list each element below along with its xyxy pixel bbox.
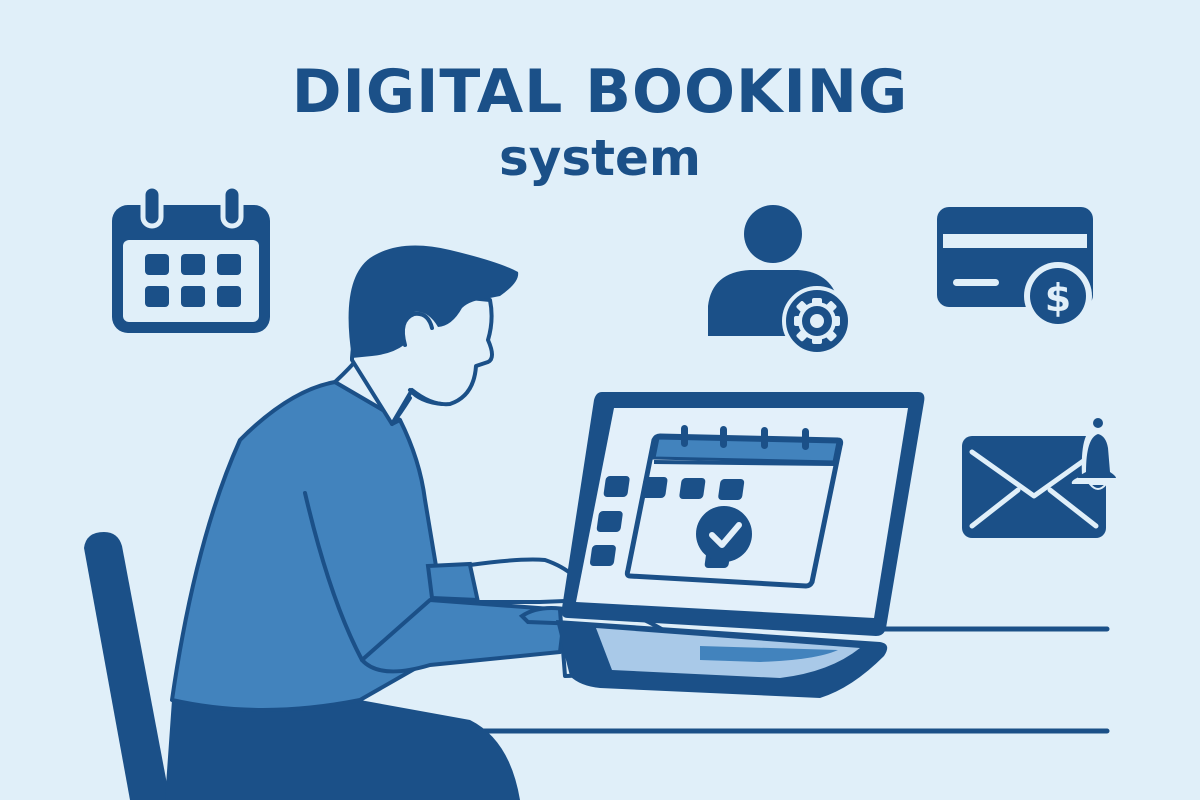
bell-icon <box>1071 418 1121 490</box>
gear-icon <box>782 286 852 356</box>
person <box>165 245 692 800</box>
chair <box>84 532 170 800</box>
user-settings-icon <box>708 205 852 356</box>
dollar-coin-icon: $ <box>1024 262 1092 330</box>
page-title: DIGITAL BOOKING <box>291 57 909 127</box>
laptop-booking-calendar-icon <box>589 425 844 589</box>
page-subtitle: system <box>498 129 702 187</box>
calendar-icon <box>112 183 270 333</box>
laptop <box>556 392 925 698</box>
dollar-symbol: $ <box>1045 276 1071 320</box>
checkmark-icon <box>696 506 752 562</box>
credit-card-payment-icon: $ <box>937 207 1093 330</box>
email-notification-icon <box>962 418 1121 538</box>
